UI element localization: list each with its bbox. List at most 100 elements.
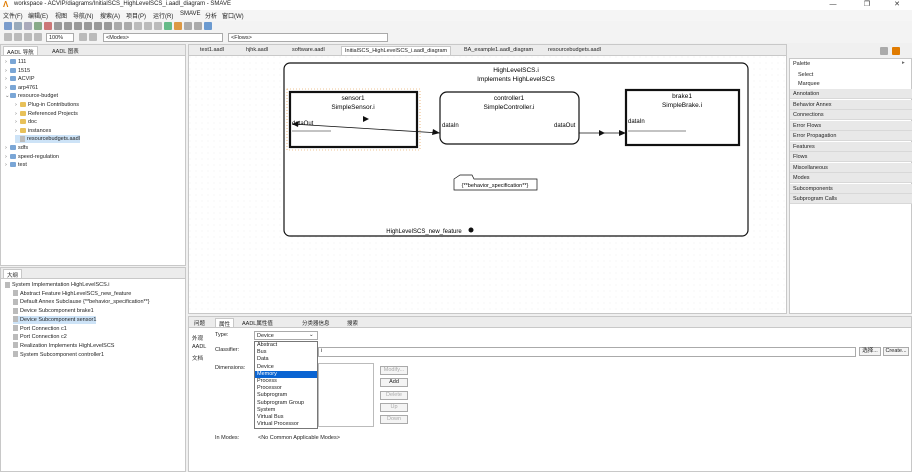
align-middle-icon[interactable]	[94, 22, 102, 30]
type-option[interactable]: Process	[257, 377, 277, 384]
connection-c1[interactable]	[291, 123, 441, 134]
up-button[interactable]: Up	[380, 403, 408, 412]
forward-icon[interactable]	[194, 22, 202, 30]
zoom-out-icon[interactable]	[14, 33, 22, 41]
debug-icon[interactable]	[174, 22, 182, 30]
tab-aadl-navigator[interactable]: AADL 导航	[3, 46, 38, 56]
palette-drawer[interactable]: Annotation	[790, 89, 912, 99]
diagram-canvas[interactable]: HighLevelSCS.i Implements HighLevelSCS s…	[189, 56, 786, 313]
flows-select[interactable]: <Flows>	[228, 33, 388, 42]
device-brake1[interactable]	[624, 88, 741, 147]
run-icon[interactable]	[164, 22, 172, 30]
tab-problems[interactable]: 问题	[194, 321, 206, 327]
tree-item[interactable]: resourcebudgets.aadl	[15, 135, 80, 144]
palette-drawer[interactable]: Behavior Annex	[790, 99, 912, 110]
align-center-icon[interactable]	[64, 22, 72, 30]
type-option[interactable]: Device	[257, 363, 274, 370]
zoom-select[interactable]: 100%	[46, 33, 74, 42]
tree-item[interactable]: ›Plug-in Contributions	[15, 101, 79, 109]
type-option[interactable]: System	[257, 406, 276, 413]
outline-item[interactable]: Port Connection c1	[13, 325, 67, 333]
stop-icon[interactable]	[44, 22, 52, 30]
back-icon[interactable]	[184, 22, 192, 30]
menu-file[interactable]: 文件(F)	[3, 14, 23, 20]
type-option[interactable]: Bus	[257, 349, 267, 356]
tree-item[interactable]: ›test	[5, 161, 27, 169]
outline-item[interactable]: Port Connection c2	[13, 333, 67, 341]
type-option[interactable]: Data	[257, 356, 269, 363]
aadl-perspective-icon[interactable]	[891, 47, 900, 55]
expand-chevron-icon[interactable]: ›	[15, 102, 17, 108]
tree-item[interactable]: ›sdfs	[5, 144, 28, 152]
type-option[interactable]: Abstract	[257, 342, 278, 348]
maximize-button[interactable]: ❐	[863, 1, 871, 8]
palette-drawer[interactable]: Connections	[790, 110, 912, 120]
menu-run[interactable]: 运行(R)	[153, 14, 174, 20]
add-button[interactable]: Add	[380, 378, 408, 387]
tab-software[interactable]: software.aadl	[292, 47, 325, 53]
align-top-icon[interactable]	[84, 22, 92, 30]
zoom-fit-icon[interactable]	[24, 33, 32, 41]
palette-drawer[interactable]: Subcomponents	[790, 183, 912, 194]
save-all-icon[interactable]	[24, 22, 32, 30]
menu-search[interactable]: 搜索(A)	[100, 14, 120, 20]
expand-chevron-icon[interactable]: ›	[5, 84, 7, 91]
menu-smave[interactable]: SMAVE	[180, 11, 201, 17]
outline-item[interactable]: Default Annex Subclause {**behavior_spec…	[13, 298, 150, 306]
palette-drawer[interactable]: Error Propagation	[790, 131, 912, 141]
build-icon[interactable]	[34, 22, 42, 30]
distribute-icon[interactable]	[114, 22, 122, 30]
side-tab-docs[interactable]: 文档	[192, 356, 204, 362]
create-classifier-button[interactable]: Create...	[883, 347, 909, 356]
new-icon[interactable]	[4, 22, 12, 30]
tree-item[interactable]: ⌄resource-budget	[5, 92, 58, 100]
tree-item[interactable]: ›arp4761	[5, 84, 38, 92]
grid-icon[interactable]	[134, 22, 142, 30]
type-option[interactable]: Processor	[257, 385, 282, 392]
expand-chevron-icon[interactable]: ›	[15, 110, 17, 117]
outline-item[interactable]: System Subcomponent controller1	[13, 351, 104, 359]
palette-marquee-tool[interactable]: Marquee	[798, 81, 820, 87]
tree-item[interactable]: ›Referenced Projects	[15, 110, 78, 118]
classifier-field[interactable]: i	[318, 347, 856, 357]
type-option[interactable]: Subprogram Group	[257, 399, 305, 406]
outline-item[interactable]: Device Subcomponent sensor1	[13, 315, 97, 324]
palette-collapse-icon[interactable]: ▸	[902, 60, 905, 66]
side-tab-aadl[interactable]: AADL	[192, 344, 207, 350]
menu-project[interactable]: 项目(P)	[126, 14, 146, 20]
save-icon[interactable]	[14, 22, 22, 30]
tab-hjhk[interactable]: hjhk.aadl	[246, 47, 269, 53]
expand-chevron-icon[interactable]: ›	[5, 145, 7, 151]
menu-view[interactable]: 视图	[55, 14, 68, 20]
tree-item[interactable]: ›ACVIP	[5, 75, 35, 83]
modify-button[interactable]: Modify...	[380, 366, 408, 375]
device-sensor1[interactable]	[288, 90, 419, 149]
palette-select-tool[interactable]: Select	[798, 72, 814, 78]
palette-drawer[interactable]: Flows	[790, 152, 912, 162]
palette-drawer[interactable]: Features	[790, 141, 912, 152]
tab-aadl-diagrams[interactable]: AADL 图表	[52, 49, 79, 55]
tab-outline[interactable]: 大纲	[3, 269, 23, 279]
layout-icon[interactable]	[124, 22, 132, 30]
align-right-icon[interactable]	[74, 22, 82, 30]
tab-initial-scs-diagram[interactable]: InitialSCS_HighLevelSCS_i.aadl_diagram	[341, 46, 452, 55]
zoom-in-icon[interactable]	[4, 33, 12, 41]
type-select[interactable]: Device	[254, 331, 318, 340]
type-option[interactable]: Memory	[255, 370, 317, 378]
palette-drawer[interactable]: Error Flows	[790, 120, 912, 131]
zoom-actual-icon[interactable]	[34, 33, 42, 41]
expand-chevron-icon[interactable]: ⌄	[5, 93, 10, 100]
choose-classifier-button[interactable]: 选择...	[859, 347, 881, 356]
type-option[interactable]: Virtual Processor	[257, 421, 299, 428]
tab-search[interactable]: 搜索	[347, 321, 359, 327]
open-perspective-icon[interactable]	[880, 47, 888, 55]
align-bottom-icon[interactable]	[104, 22, 112, 30]
dimensions-list[interactable]	[318, 363, 374, 427]
down-button[interactable]: Down	[380, 415, 408, 424]
tab-classifier-info[interactable]: 分类器信息	[302, 321, 330, 327]
expand-chevron-icon[interactable]: ›	[5, 67, 7, 74]
outline-item[interactable]: System Implementation HighLevelSCS.i	[5, 281, 110, 289]
tree-item[interactable]: ›doc	[15, 118, 37, 126]
modes-select[interactable]: <Modes>	[103, 33, 223, 42]
side-tab-appearance[interactable]: 外观	[192, 336, 204, 342]
